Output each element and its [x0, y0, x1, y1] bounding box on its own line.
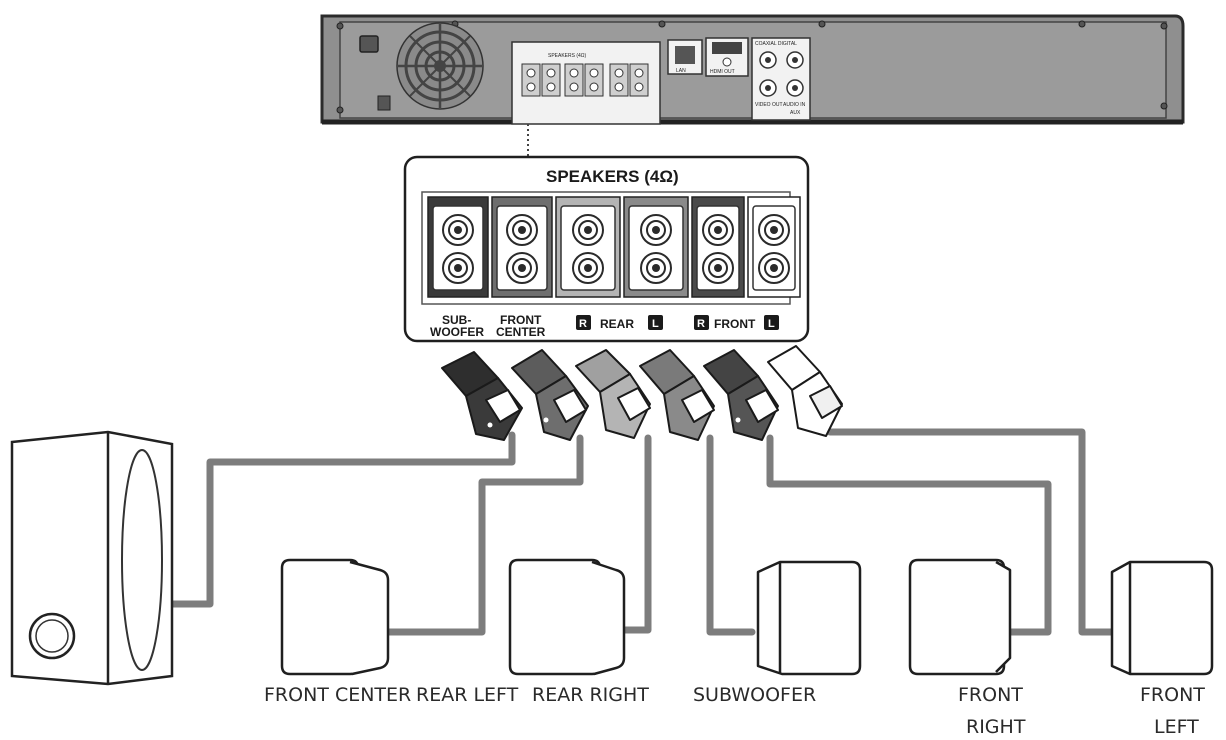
device-back-panel: SPEAKERS (4Ω) LAN — [320, 14, 1185, 125]
speakers-terminal-panel: SPEAKERS (4Ω) — [403, 155, 810, 343]
fan-grille-icon — [396, 22, 484, 110]
speaker-front-center — [280, 558, 390, 676]
video-out-label: VIDEO OUT — [755, 102, 783, 108]
label-sub-line2: WOOFER — [430, 325, 484, 339]
cable-subwoofer — [168, 431, 516, 608]
label-speaker-6-line1: FRONT — [1140, 684, 1205, 706]
label-front: FRONT — [714, 317, 756, 331]
audio-in-label: AUDIO IN — [783, 102, 806, 108]
speaker-front-right — [908, 558, 1012, 676]
plug-subwoofer — [441, 351, 523, 441]
lan-label: LAN — [676, 68, 686, 74]
label-front-r: R — [697, 318, 705, 330]
label-speaker-5-line1: FRONT — [958, 684, 1023, 706]
hdmi-label: HDMI OUT — [710, 69, 735, 75]
aux-label: AUX — [790, 110, 801, 116]
label-speaker-2: REAR LEFT — [416, 684, 519, 706]
cable-front-right — [766, 434, 1052, 636]
connector-plugs — [441, 345, 843, 441]
power-socket-icon — [359, 35, 379, 53]
screw-icons — [336, 20, 1168, 114]
plug-front-center — [511, 349, 589, 441]
plug-rear-right — [575, 349, 651, 439]
label-sub-line1: SUB- — [442, 313, 471, 327]
panel-title: SPEAKERS (4Ω) — [546, 167, 679, 186]
label-speaker-6-line2: LEFT — [1154, 716, 1199, 738]
cable-front-center — [382, 434, 584, 636]
speaker-cables — [168, 428, 1116, 636]
label-speaker-5-line2: RIGHT — [966, 716, 1026, 738]
label-speaker-4: SUBWOOFER — [693, 684, 816, 706]
plug-front-left — [767, 345, 843, 437]
satellite-speakers — [280, 558, 1214, 676]
plug-front-right — [703, 349, 779, 441]
av-jack-panel: COAXIAL DIGITAL VIDEO OUT AUDIO IN AUX — [751, 37, 811, 121]
speaker-labels: FRONT CENTER REAR LEFT REAR RIGHT SUBWOO… — [264, 684, 1205, 738]
speaker-rear-left — [508, 558, 626, 676]
label-fc-line2: CENTER — [496, 325, 546, 339]
hdmi-port: HDMI OUT — [705, 37, 749, 77]
lan-port: LAN — [667, 39, 703, 75]
mini-speakers-label: SPEAKERS (4Ω) — [548, 53, 587, 59]
label-fc-line1: FRONT — [500, 313, 542, 327]
label-speaker-3: REAR RIGHT — [532, 684, 649, 706]
cable-rear-right — [706, 434, 756, 636]
plug-rear-left — [639, 349, 715, 441]
mini-speaker-terminal-panel: SPEAKERS (4Ω) — [511, 41, 661, 125]
label-front-l: L — [768, 318, 775, 330]
speaker-rear-right — [756, 560, 862, 676]
speaker-front-left — [1110, 560, 1214, 676]
label-speaker-1: FRONT CENTER — [264, 684, 411, 706]
cable-rear-left — [620, 434, 652, 634]
label-rear-l: L — [652, 318, 659, 330]
label-rear: REAR — [600, 317, 634, 331]
label-rear-r: R — [579, 318, 587, 330]
coax-label: COAXIAL DIGITAL — [755, 41, 797, 47]
subwoofer-cabinet — [10, 430, 174, 686]
cable-front-left — [826, 428, 1116, 636]
